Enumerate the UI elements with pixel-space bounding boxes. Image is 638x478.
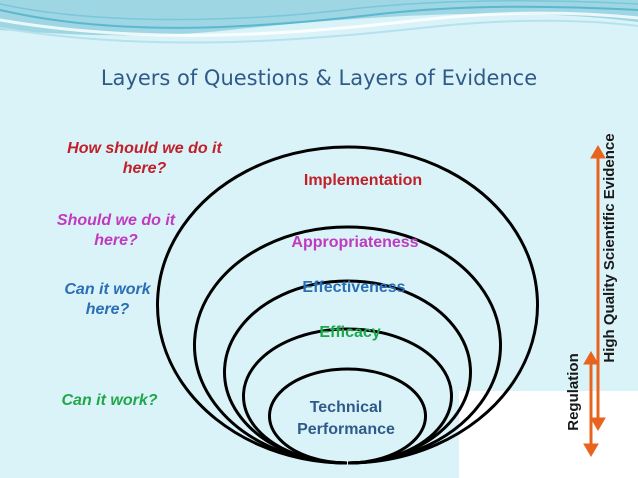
question-can-it-work: Can it work? xyxy=(61,392,158,409)
slide-title: Layers of Questions & Layers of Evidence xyxy=(100,66,538,90)
question-should-we-do-it-here: Should we do it here? xyxy=(56,212,176,249)
layer-ellipse-effectiveness xyxy=(223,279,472,465)
question-how-should-we-do-it-here: How should we do it here? xyxy=(67,140,222,177)
layer-label-implementation: Implementation xyxy=(303,172,423,189)
layer-ellipse-technical-performance xyxy=(268,367,427,465)
layer-ellipse-implementation xyxy=(156,145,539,465)
layer-label-appropriateness: Appropriateness xyxy=(291,234,419,251)
corner-panel xyxy=(459,391,638,478)
evidence-label: High Quality Scientific Evidence xyxy=(601,133,618,363)
regulation-label: Regulation xyxy=(565,353,582,431)
regulation-arrow xyxy=(583,351,599,457)
question-can-it-work-here: Can it work here? xyxy=(64,281,151,318)
evidence-arrow xyxy=(590,145,606,431)
layer-label-efficacy: Efficacy xyxy=(319,324,381,341)
header-wave xyxy=(0,0,638,44)
layer-label-technical-performance: Technical Performance xyxy=(297,399,395,438)
layer-ellipse-efficacy xyxy=(242,327,453,465)
layer-label-effectiveness: Effectiveness xyxy=(302,279,406,296)
layer-ellipse-appropriateness xyxy=(193,225,502,465)
